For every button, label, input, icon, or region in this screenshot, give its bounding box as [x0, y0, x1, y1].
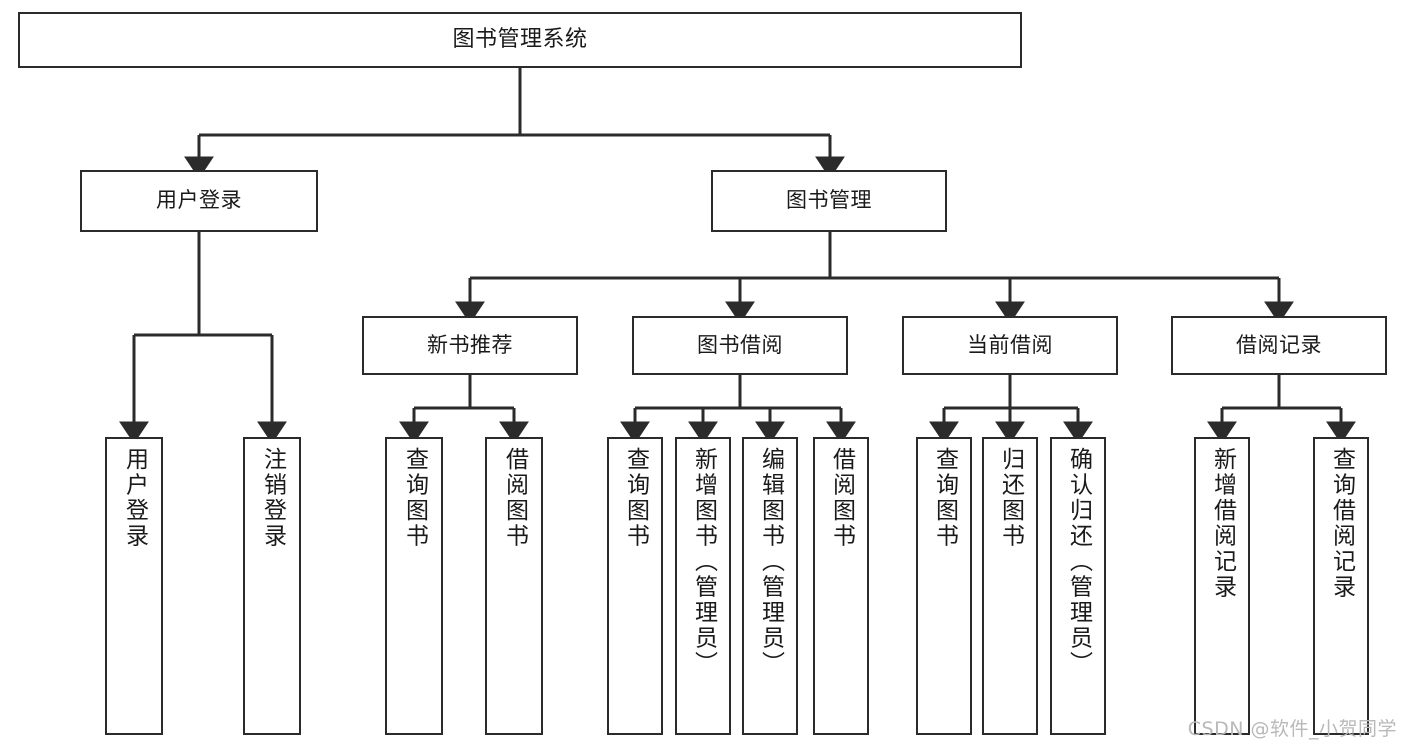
- node-label: 编辑图书（管理员）: [757, 447, 784, 677]
- node-label: 用户登录: [156, 188, 242, 213]
- node-label: 借阅记录: [1236, 332, 1322, 357]
- leaf-confirm-return-admin[interactable]: 确认归还（管理员）: [1050, 437, 1106, 735]
- node-label: 查询借阅记录: [1328, 447, 1355, 600]
- leaf-edit-book-admin[interactable]: 编辑图书（管理员）: [742, 437, 798, 735]
- node-label: 新增图书（管理员）: [690, 447, 717, 677]
- leaf-query-book-borrow[interactable]: 查询图书: [607, 437, 663, 735]
- node-label: 当前借阅: [967, 332, 1053, 357]
- leaf-query-borrow-record[interactable]: 查询借阅记录: [1313, 437, 1369, 735]
- node-new-book-recommend[interactable]: 新书推荐: [362, 316, 578, 375]
- node-label: 查询图书: [931, 447, 958, 549]
- node-book-management[interactable]: 图书管理: [711, 170, 947, 232]
- node-label: 图书管理: [786, 188, 872, 213]
- node-label: 查询图书: [622, 447, 649, 549]
- node-label: 查询图书: [401, 447, 428, 549]
- leaf-return-book[interactable]: 归还图书: [982, 437, 1038, 735]
- node-label: 借阅图书: [501, 447, 528, 549]
- leaf-add-book-admin[interactable]: 新增图书（管理员）: [675, 437, 731, 735]
- node-label: 新书推荐: [427, 332, 513, 357]
- node-label: 确认归还（管理员）: [1065, 447, 1092, 677]
- node-label: 新增借阅记录: [1209, 447, 1236, 600]
- node-label: 归还图书: [997, 447, 1024, 549]
- leaf-logout[interactable]: 注销登录: [243, 437, 301, 735]
- leaf-query-book-current[interactable]: 查询图书: [916, 437, 972, 735]
- leaf-query-book-recommend[interactable]: 查询图书: [385, 437, 443, 735]
- node-borrow-record[interactable]: 借阅记录: [1171, 316, 1387, 375]
- node-current-borrow[interactable]: 当前借阅: [902, 316, 1118, 375]
- node-label: 用户登录: [121, 447, 148, 549]
- node-label: 图书借阅: [697, 332, 783, 357]
- leaf-borrow-book-recommend[interactable]: 借阅图书: [485, 437, 543, 735]
- node-label: 借阅图书: [828, 447, 855, 549]
- node-label: 注销登录: [259, 447, 286, 549]
- leaf-borrow-book[interactable]: 借阅图书: [813, 437, 869, 735]
- leaf-add-borrow-record[interactable]: 新增借阅记录: [1194, 437, 1250, 735]
- node-user-login[interactable]: 用户登录: [80, 170, 318, 232]
- node-label: 图书管理系统: [452, 26, 588, 52]
- leaf-user-login[interactable]: 用户登录: [105, 437, 163, 735]
- node-root-system[interactable]: 图书管理系统: [18, 12, 1022, 68]
- node-book-borrow[interactable]: 图书借阅: [632, 316, 848, 375]
